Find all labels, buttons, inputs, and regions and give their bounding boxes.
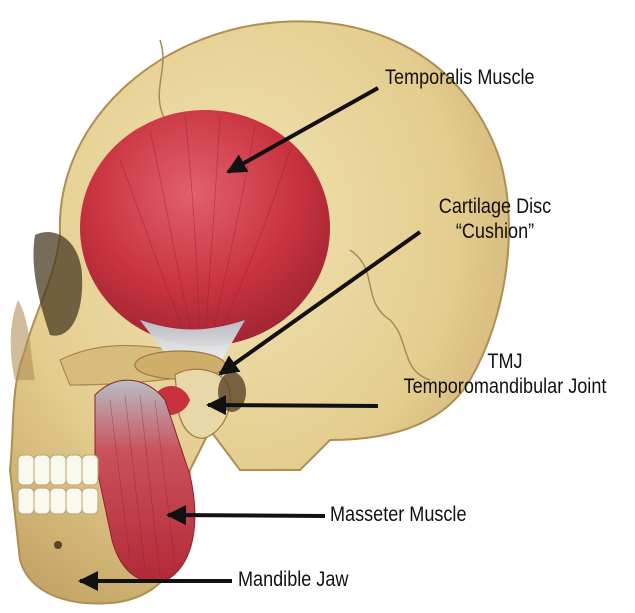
teeth bbox=[18, 455, 98, 514]
label-cartilage-line2: “Cushion” bbox=[426, 220, 564, 245]
label-cartilage-line1: Cartilage Disc bbox=[426, 195, 564, 220]
label-masseter-muscle: Masseter Muscle bbox=[330, 503, 466, 528]
label-mandible-jaw: Mandible Jaw bbox=[238, 568, 348, 593]
arrow-tmj bbox=[208, 405, 378, 406]
mental-foramen bbox=[54, 541, 62, 549]
temporalis-muscle bbox=[80, 110, 330, 346]
label-temporalis-muscle: Temporalis Muscle bbox=[385, 66, 535, 91]
label-cartilage-disc: Cartilage Disc “Cushion” bbox=[426, 195, 564, 245]
label-tmj-line2: Temporomandibular Joint bbox=[398, 375, 613, 400]
label-tmj: TMJ Temporomandibular Joint bbox=[398, 350, 613, 400]
label-tmj-line1: TMJ bbox=[398, 350, 613, 375]
arrow-masseter bbox=[168, 515, 325, 516]
